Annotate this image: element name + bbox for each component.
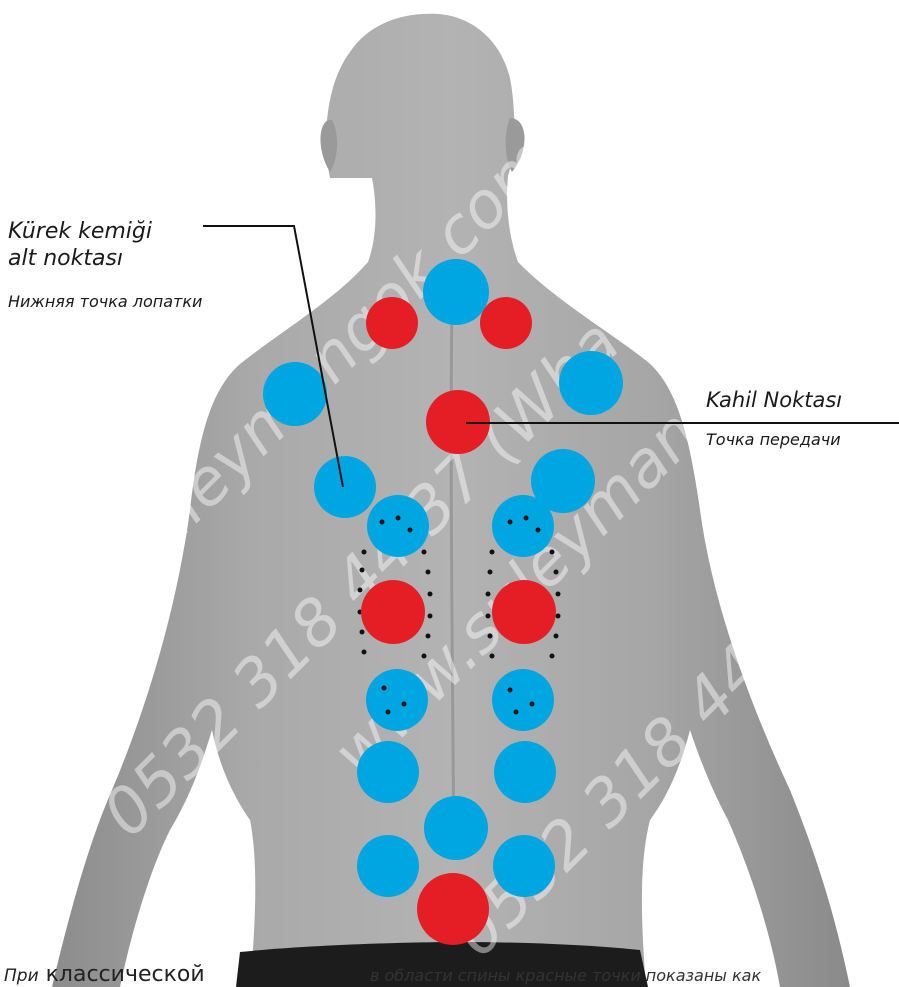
guide-dot	[524, 516, 529, 521]
blue-point	[357, 741, 419, 803]
footer-caption-right: в области спины красные точки показаны к…	[370, 966, 761, 985]
red-point	[417, 873, 489, 945]
guide-dot	[358, 588, 363, 593]
footer-small-word: При	[4, 966, 39, 986]
red-point	[366, 297, 418, 349]
blue-point	[357, 835, 419, 897]
red-point	[361, 580, 425, 644]
guide-dot	[486, 614, 491, 619]
guide-dot	[556, 614, 561, 619]
guide-dot	[402, 702, 407, 707]
guide-dot	[360, 630, 365, 635]
guide-dot	[386, 710, 391, 715]
blue-point	[494, 741, 556, 803]
guide-dot	[486, 592, 491, 597]
guide-dot	[408, 528, 413, 533]
guide-dot	[556, 592, 561, 597]
blue-point	[492, 669, 554, 731]
blue-point	[367, 495, 429, 557]
guide-dot	[362, 550, 367, 555]
guide-dot	[530, 702, 535, 707]
guide-dot	[426, 634, 431, 639]
guide-dot	[428, 614, 433, 619]
guide-dot	[536, 528, 541, 533]
guide-dot	[382, 686, 387, 691]
guide-dot	[396, 516, 401, 521]
red-point	[480, 297, 532, 349]
kahil-label-russian: Точка передачи	[706, 430, 841, 449]
footer-caption-left: При классической	[4, 962, 205, 987]
footer-big-word: классической	[46, 962, 205, 987]
guide-dot	[550, 550, 555, 555]
kahil-label-turkish: Kahil Noktası	[706, 388, 842, 412]
blue-point	[492, 495, 554, 557]
blue-point	[423, 259, 489, 325]
guide-dot	[554, 570, 559, 575]
scapula-label-turkish: Kürek kemiği alt noktası	[8, 218, 152, 272]
blue-point	[263, 362, 327, 426]
guide-dot	[514, 710, 519, 715]
guide-dot	[422, 550, 427, 555]
blue-point	[314, 456, 376, 518]
blue-point	[559, 351, 623, 415]
guide-dot	[490, 654, 495, 659]
guide-dot	[508, 688, 513, 693]
blue-point	[493, 835, 555, 897]
guide-dot	[360, 568, 365, 573]
guide-dot	[426, 570, 431, 575]
scapula-label-line1: Kürek kemiği	[8, 218, 152, 245]
guide-dot	[380, 520, 385, 525]
blue-point	[366, 669, 428, 731]
scapula-label-russian: Нижняя точка лопатки	[8, 292, 202, 311]
guide-dot	[428, 592, 433, 597]
guide-dot	[550, 654, 555, 659]
guide-dot	[554, 634, 559, 639]
guide-dot	[508, 520, 513, 525]
red-point	[492, 580, 556, 644]
guide-dot	[488, 634, 493, 639]
blue-point	[424, 796, 488, 860]
guide-dot	[362, 650, 367, 655]
guide-dot	[490, 550, 495, 555]
scapula-label-line2: alt noktası	[8, 245, 152, 272]
guide-dot	[422, 654, 427, 659]
guide-dot	[488, 570, 493, 575]
